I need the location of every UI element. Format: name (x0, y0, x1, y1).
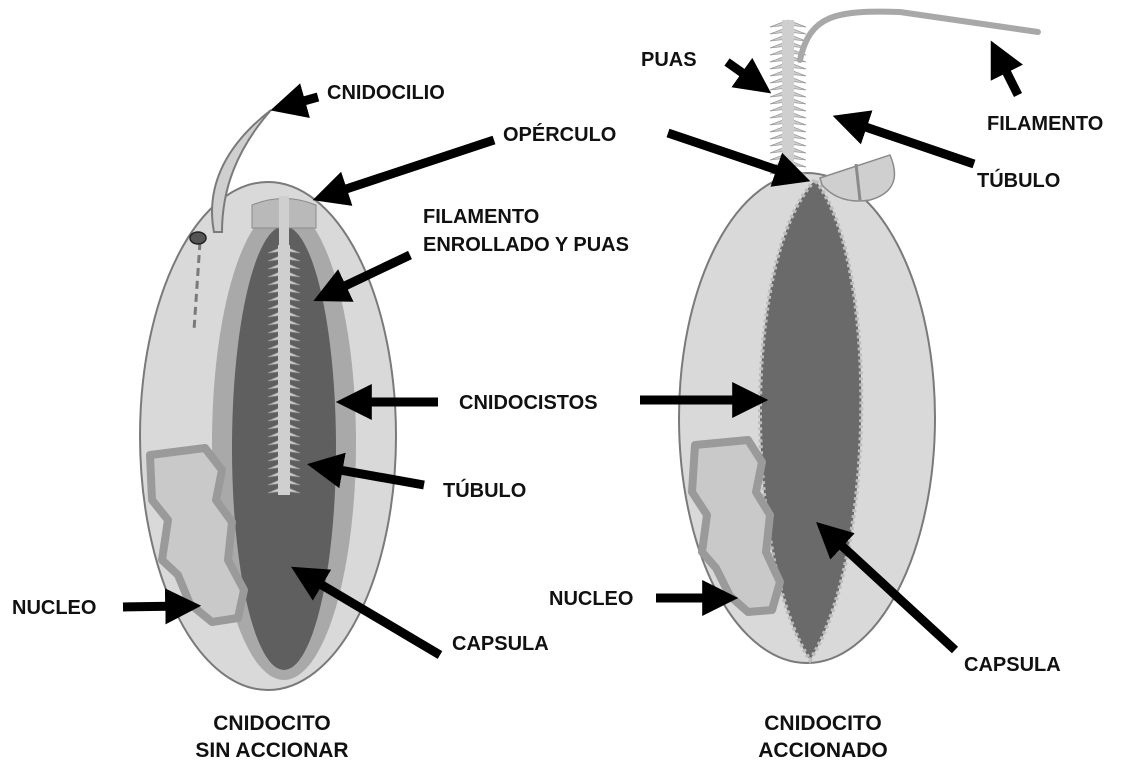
label-operculo: OPÉRCULO (503, 123, 616, 146)
label-capsula-left: CAPSULA (452, 633, 549, 655)
arrow-filamento-right (998, 55, 1018, 95)
label-filamento-line2: ENROLLADO Y PUAS (423, 234, 629, 256)
label-cnidocilio: CNIDOCILIO (327, 82, 445, 104)
fired-tubule (782, 20, 794, 178)
cnidocil-basal-body (190, 232, 206, 244)
label-nucleo-right: NUCLEO (549, 588, 633, 610)
label-filamento-line1: FILAMENTO (423, 206, 539, 228)
label-tubulo-left: TÚBULO (443, 478, 526, 502)
arrow-nucleo-left (123, 606, 185, 607)
caption-right-line1: CNIDOCITO (764, 712, 881, 735)
caption-left-line2: SIN ACCIONAR (195, 739, 348, 762)
fired-filament (800, 12, 1038, 60)
arrow-operculo-left (328, 140, 494, 195)
label-filamento-right: FILAMENTO (987, 113, 1103, 135)
label-capsula-right: CAPSULA (964, 654, 1061, 676)
caption-left-line1: CNIDOCITO (213, 712, 330, 735)
label-tubulo-right: TÚBULO (977, 168, 1060, 192)
arrow-cnidocilio (286, 97, 318, 106)
arrow-puas (727, 62, 758, 84)
label-cnidocistos: CNIDOCISTOS (459, 392, 598, 414)
unfired-tubule (278, 245, 290, 495)
label-puas: PUAS (641, 49, 697, 71)
caption-right-line2: ACCIONADO (758, 739, 888, 762)
arrow-tubulo-right (848, 121, 974, 164)
arrow-operculo-right (668, 133, 795, 176)
label-nucleo-left: NUCLEO (12, 597, 96, 619)
